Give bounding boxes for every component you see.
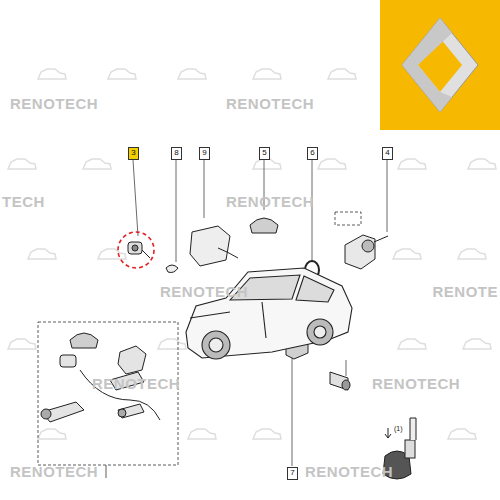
watermark: RENOTE: [432, 283, 498, 300]
note-label: (1): [394, 425, 403, 432]
watermark: RENOTECH: [10, 463, 98, 480]
renault-logo: [402, 18, 478, 112]
callout-number: 8: [174, 148, 178, 157]
callout-number: 5: [262, 148, 266, 157]
watermark: RENOTECH: [92, 375, 180, 392]
callout-box: 3: [128, 147, 139, 160]
watermark: RENOTECH: [305, 463, 393, 480]
watermark: RENOTECH: [226, 95, 314, 112]
callout-box: 8: [171, 147, 182, 160]
watermark: RENOTECH: [226, 193, 314, 210]
watermark: RENOTECH: [160, 283, 248, 300]
watermark: RENOTECH: [372, 375, 460, 392]
leader-line: [106, 465, 107, 478]
callout-number: 3: [131, 148, 135, 157]
brand-panel: [380, 0, 500, 130]
callout-box: 9: [199, 147, 210, 160]
callout-box: 6: [307, 147, 318, 160]
callout-box: 7: [287, 467, 298, 480]
watermark: RENOTECH: [10, 95, 98, 112]
car-illustration: [186, 268, 352, 359]
callout-box: 5: [259, 147, 270, 160]
dashed-group-frame: [38, 322, 178, 465]
dashed-frame: [335, 212, 361, 225]
leader-lines: [133, 160, 387, 466]
watermark: TECH: [2, 193, 45, 210]
callout-number: 6: [310, 148, 314, 157]
callout-number: 4: [385, 148, 389, 157]
highlight-circle: [118, 232, 154, 268]
door-lock-parts: [128, 218, 388, 390]
callout-number: 9: [202, 148, 206, 157]
callout-number: 7: [290, 468, 294, 477]
callout-box: 4: [382, 147, 393, 160]
